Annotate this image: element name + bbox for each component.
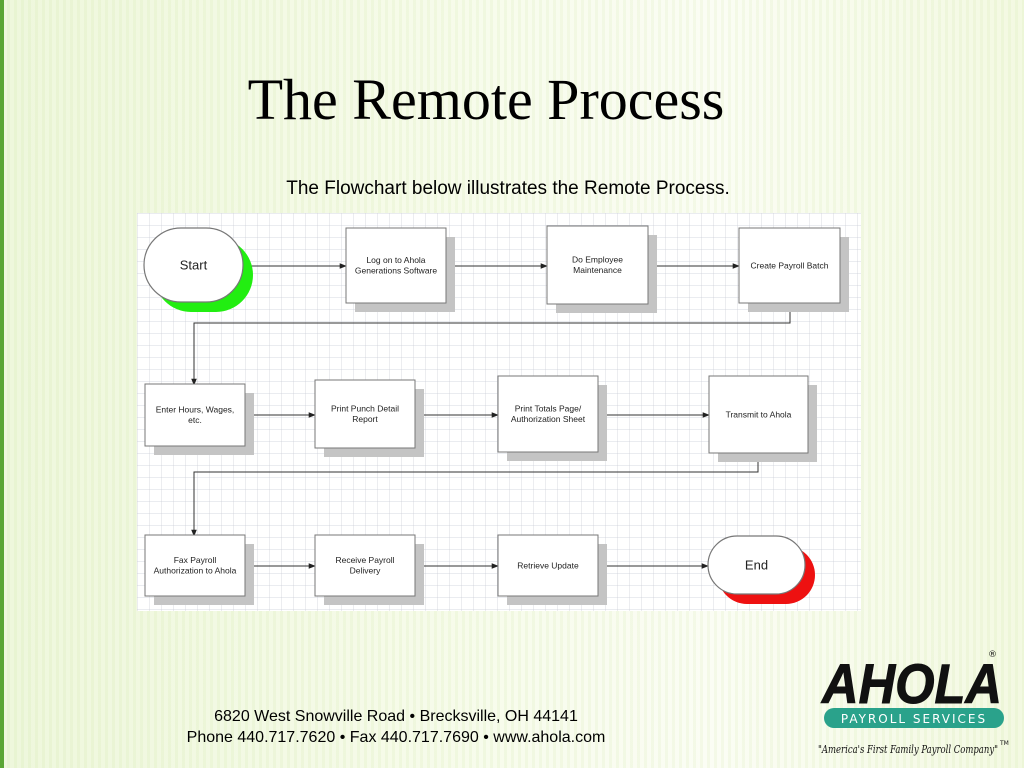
node-label: Retrieve Update [517, 560, 579, 570]
node-label: Authorization to Ahola [154, 566, 237, 576]
contact-footer: 6820 West Snowville Road • Brecksville, … [90, 706, 702, 748]
node-shape [144, 383, 246, 447]
trademark-mark: TM [999, 740, 1009, 747]
connector-transmit-fax [191, 453, 759, 537]
flowchart-node-transmit: Transmit to Ahola [708, 375, 817, 462]
node-label: Receive Payroll [335, 555, 394, 565]
node-shape [497, 375, 599, 453]
connectors [191, 263, 791, 569]
connector-batch-hours [191, 303, 791, 386]
ahola-logo: AHOLA ® PAYROLL SERVICES "America's Firs… [818, 650, 1009, 756]
node-label: Print Punch Detail [331, 404, 399, 414]
website-link[interactable]: www.ahola.com [493, 729, 606, 746]
flowchart-node-batch: Create Payroll Batch [738, 227, 849, 312]
logo-wordmark: AHOLA [820, 652, 1002, 715]
node-shape [738, 227, 841, 304]
node-shape [345, 227, 447, 304]
node-label: Create Payroll Batch [751, 260, 829, 270]
left-accent-bar [0, 0, 4, 768]
contact-line: Phone 440.717.7620 • Fax 440.717.7690 • … [90, 727, 702, 748]
node-label: End [745, 558, 768, 573]
node-shape [497, 534, 599, 597]
node-label: Delivery [350, 566, 381, 576]
flowchart-node-start: Start [143, 227, 253, 312]
phone-number: Phone 440.717.7620 [186, 729, 336, 746]
logo-slogan: "America's First Family Payroll Company" [818, 743, 998, 756]
flowchart-node-hours: Enter Hours, Wages,etc. [144, 383, 254, 455]
node-shape [314, 534, 416, 597]
flowchart-node-update: Retrieve Update [497, 534, 607, 605]
slide-title: The Remote Process [247, 67, 725, 132]
node-label: Generations Software [355, 266, 437, 276]
node-label: Maintenance [573, 265, 622, 275]
node-shape [143, 227, 244, 303]
node-label: Start [180, 258, 208, 273]
node-label: Fax Payroll [174, 555, 217, 565]
node-shape [707, 535, 806, 595]
node-label: Enter Hours, Wages, [156, 405, 235, 415]
fax-number: Fax 440.717.7690 [349, 729, 479, 746]
node-label: Transmit to Ahola [726, 409, 792, 419]
bullet-separator: • [409, 708, 416, 725]
node-label: Log on to Ahola [366, 255, 425, 265]
node-label: Authorization Sheet [511, 414, 586, 424]
address-line: 6820 West Snowville Road • Brecksville, … [90, 706, 702, 727]
bullet-separator: • [483, 729, 489, 746]
slide-subtitle: The Flowchart below illustrates the Remo… [286, 178, 730, 199]
logo-tag-banner [824, 708, 1004, 728]
flowchart-node-end: End [707, 535, 815, 604]
logo-tagline: PAYROLL SERVICES [841, 712, 987, 726]
node-label: etc. [188, 415, 202, 425]
registered-mark: ® [988, 650, 997, 660]
city-state-zip: Brecksville, OH 44141 [419, 708, 578, 725]
node-shape [546, 225, 649, 305]
node-shape [144, 534, 246, 597]
street-address: 6820 West Snowville Road [214, 708, 406, 725]
node-shape [314, 379, 416, 449]
node-shape [708, 375, 809, 454]
node-label: Report [352, 414, 378, 424]
bullet-separator: • [339, 729, 346, 746]
flowchart-node-totals: Print Totals Page/Authorization Sheet [497, 375, 607, 461]
node-label: Print Totals Page/ [515, 404, 582, 414]
node-label: Do Employee [572, 255, 623, 265]
